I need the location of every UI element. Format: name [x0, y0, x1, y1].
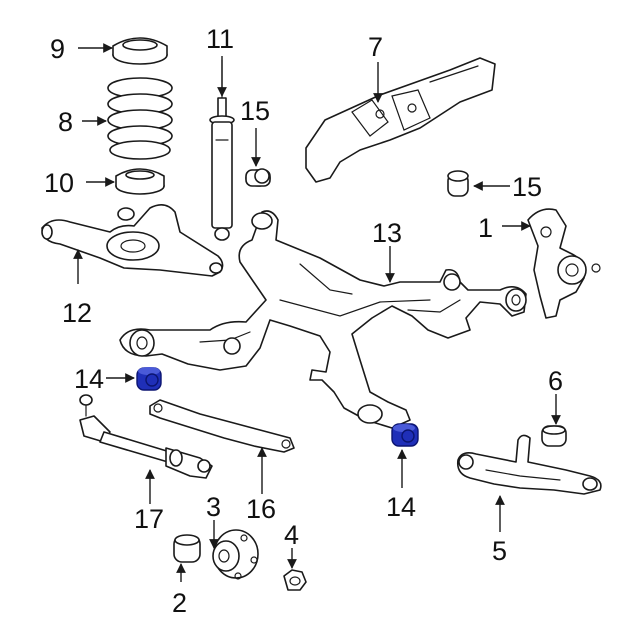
callout-4: 4: [284, 520, 299, 550]
callout-15-right: 15: [512, 172, 542, 202]
bushing-part-14-right[interactable]: [391, 423, 419, 447]
lateral-link-part[interactable]: [149, 399, 295, 453]
bushing-part-2[interactable]: [173, 534, 201, 563]
callout-14-left: 14: [74, 364, 104, 394]
leader-lines: [73, 43, 561, 582]
callout-5: 5: [492, 536, 507, 566]
nut-part[interactable]: [283, 569, 307, 591]
callout-11: 11: [206, 24, 234, 54]
bushing-part-upper-right[interactable]: [447, 170, 469, 197]
callout-1: 1: [478, 213, 493, 243]
lower-spring-seat-part[interactable]: [115, 168, 165, 195]
bushing-part-6[interactable]: [541, 425, 567, 447]
subframe-crossmember-part[interactable]: [119, 210, 527, 429]
callout-8: 8: [58, 107, 73, 137]
callout-17: 17: [134, 504, 164, 534]
callout-3: 3: [206, 492, 221, 522]
callout-12: 12: [62, 298, 92, 328]
wheel-hub-part[interactable]: [212, 529, 259, 580]
tie-rod-part[interactable]: [79, 394, 213, 479]
bracket-shield-part[interactable]: [305, 57, 496, 183]
spring-insulator-part[interactable]: [112, 37, 168, 65]
callout-15-left: 15: [240, 96, 270, 126]
bushing-part-upper-left[interactable]: [245, 168, 271, 187]
shock-absorber-part[interactable]: [209, 59, 235, 241]
callout-7: 7: [368, 32, 383, 62]
callout-10: 10: [44, 168, 74, 198]
lower-control-arm-part[interactable]: [41, 204, 224, 277]
callout-13: 13: [372, 218, 402, 248]
callout-labels: 9 8 10 12 11 15 7 15 1 13 14 14 6 5 16 1…: [44, 24, 563, 618]
callout-9: 9: [50, 34, 65, 64]
callout-14-right: 14: [386, 492, 416, 522]
control-arm-part-5[interactable]: [456, 434, 602, 495]
coil-spring-part[interactable]: [107, 77, 173, 160]
knuckle-part[interactable]: [527, 208, 601, 319]
bushing-part-14-left[interactable]: [136, 367, 162, 391]
callout-16: 16: [246, 494, 276, 524]
callout-2: 2: [172, 588, 187, 618]
callout-6: 6: [548, 366, 563, 396]
